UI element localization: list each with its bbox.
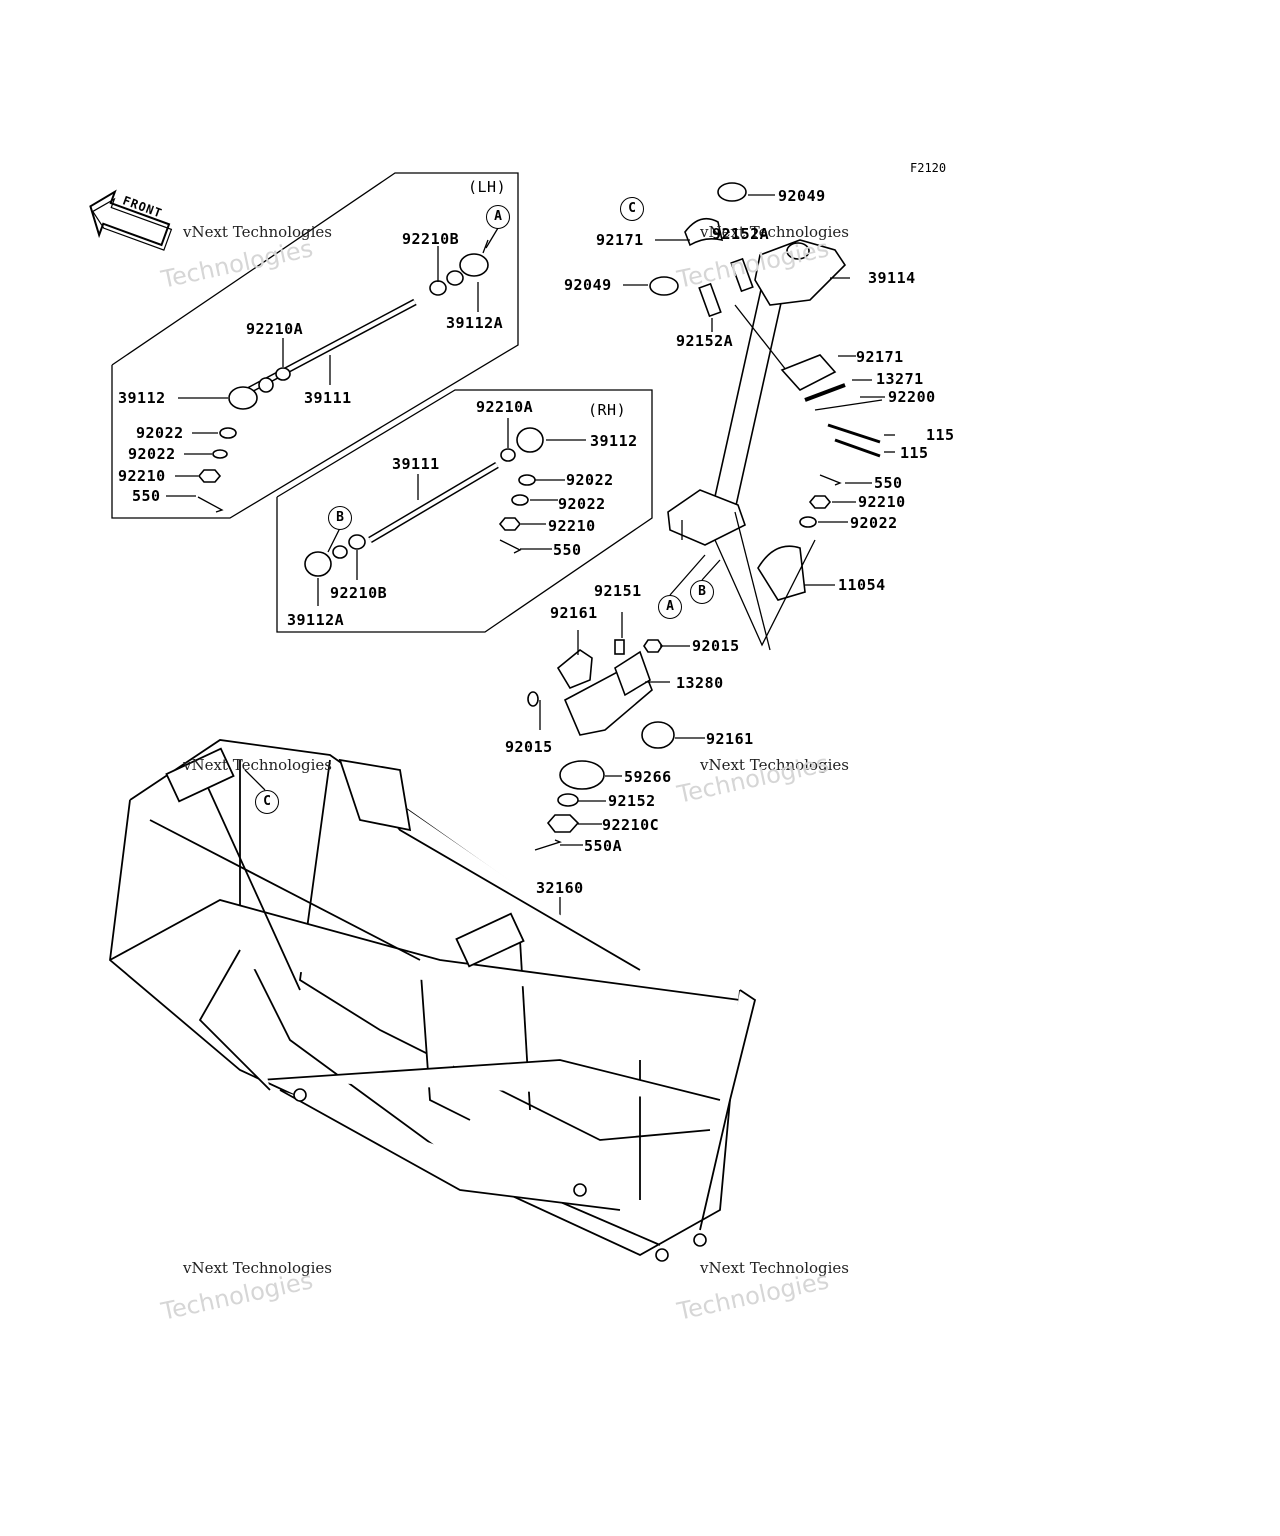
- steering-mount: [527, 639, 675, 851]
- part-label: 59266: [624, 768, 672, 786]
- part-label: 92210: [858, 493, 906, 511]
- part-label: 92200: [888, 388, 936, 406]
- collar-2: [698, 282, 722, 318]
- part-label: 32160: [536, 879, 584, 897]
- part-label: 92171: [596, 231, 644, 249]
- frame-32160: [109, 739, 757, 1262]
- part-label: 92015: [505, 738, 553, 756]
- part-label: 92210A: [476, 398, 534, 416]
- part-label: 92049: [564, 276, 612, 294]
- part-label: 92210A: [246, 320, 304, 338]
- figure-code: F2120: [910, 161, 947, 175]
- part-label: 92049: [778, 187, 826, 205]
- part-label: 39112A: [287, 611, 345, 629]
- lh-nut: [197, 469, 222, 483]
- part-label: 92022: [566, 471, 614, 489]
- part-label: 92210B: [402, 230, 460, 248]
- callout-c: C: [620, 197, 644, 221]
- part-label: 550: [553, 541, 582, 559]
- lh-cotter-pin: [197, 496, 224, 513]
- callout-b: B: [690, 580, 714, 604]
- part-label: 115: [900, 444, 929, 462]
- lh-group-box: [111, 172, 519, 519]
- part-label: 92015: [692, 637, 740, 655]
- castle-nut: [808, 495, 832, 509]
- rh-washer-2: [511, 494, 529, 506]
- front-arrow-icon: [89, 189, 173, 251]
- part-label: 92151: [594, 582, 642, 600]
- washer: [799, 516, 817, 528]
- part-label: 13280: [676, 674, 724, 692]
- part-label: 39114: [868, 269, 916, 287]
- part-label: 92022: [558, 495, 606, 513]
- cotter-pin: [819, 474, 842, 486]
- upper-bushing: [717, 182, 747, 202]
- part-label: 92022: [128, 445, 176, 463]
- part-label: 92171: [856, 348, 904, 366]
- part-label: 92152A: [676, 332, 734, 350]
- rh-washer-1: [518, 474, 536, 486]
- callout-a: A: [658, 595, 682, 619]
- callout-a: A: [486, 205, 510, 229]
- lh-washer-2: [212, 449, 228, 459]
- part-label: 92210B: [330, 584, 388, 602]
- lh-tie-rod: [228, 239, 489, 410]
- rh-group-box: [276, 389, 653, 633]
- part-label: 92210: [118, 467, 166, 485]
- steering-shaft: [667, 239, 847, 546]
- part-label: 550: [874, 474, 903, 492]
- part-label: 550A: [584, 837, 623, 855]
- part-label: 92161: [550, 604, 598, 622]
- lower-bushing: [649, 276, 679, 296]
- callout-b: B: [328, 506, 352, 530]
- rh-cotter-pin: [499, 539, 522, 554]
- part-label: 550: [132, 487, 161, 505]
- rh-nut: [498, 517, 522, 531]
- callout-c: C: [255, 790, 279, 814]
- lh-washer-1: [219, 427, 237, 439]
- part-label: 92210: [548, 517, 596, 535]
- lower-clamp: [780, 354, 837, 391]
- part-label: 92210C: [602, 816, 660, 834]
- rh-tie-rod: [304, 427, 544, 577]
- part-label: 92022: [850, 514, 898, 532]
- part-label: 92152: [608, 792, 656, 810]
- part-label: 39111: [392, 455, 440, 473]
- part-label: 39111: [304, 389, 352, 407]
- part-label: 92022: [136, 424, 184, 442]
- lh-group-label: (LH): [468, 178, 507, 196]
- rh-group-label: (RH): [588, 401, 627, 419]
- part-label: 39112: [590, 432, 638, 450]
- bracket-11054: [757, 545, 806, 601]
- part-label: 11054: [838, 576, 886, 594]
- part-label: 92161: [706, 730, 754, 748]
- collar-1: [730, 257, 754, 293]
- part-label: 39112A: [446, 314, 504, 332]
- upper-clamp: [684, 217, 724, 247]
- part-label: 39112: [118, 389, 166, 407]
- part-label: 115: [926, 426, 955, 444]
- part-label: 92152A: [712, 225, 770, 243]
- part-label: 13271: [876, 370, 924, 388]
